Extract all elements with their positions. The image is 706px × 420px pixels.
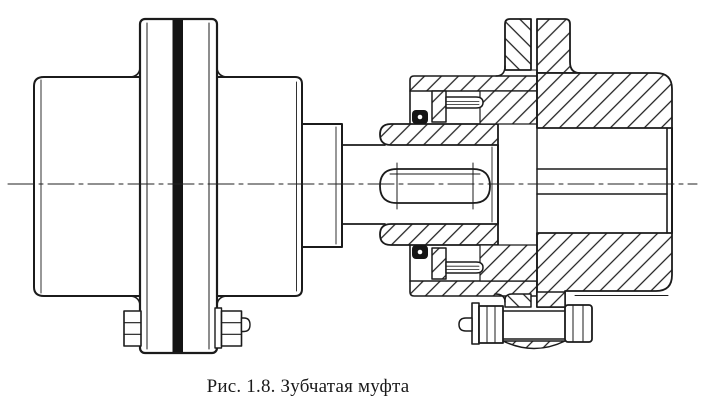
flange-bolt-left-view [123,310,142,347]
shaft-keyway [379,162,491,210]
flange-joint-boss-bottom [494,291,566,308]
flange-nut-left-view [214,307,251,349]
section-view [341,18,673,350]
figure-caption: Рис. 1.8. Зубчатая муфта [206,376,410,397]
shaft-collar-block [301,123,343,248]
technical-drawing [7,17,698,355]
sleeve-right-half-section [536,72,673,308]
seal-ring-top [412,110,428,124]
gear-hub-section-top [379,123,499,146]
flange-joint-band [172,20,183,352]
flange-joint-boss-top [495,18,581,77]
seal-ring-bottom [412,245,428,259]
gear-hub-section-bottom [379,223,499,246]
left-hub-cylinder [33,76,141,297]
sleeve-barrel [216,76,303,297]
retaining-screw-bottom [431,247,484,280]
flange-bolt-assembly [458,302,593,350]
retaining-screw-top [431,90,484,123]
left-view [33,17,343,355]
